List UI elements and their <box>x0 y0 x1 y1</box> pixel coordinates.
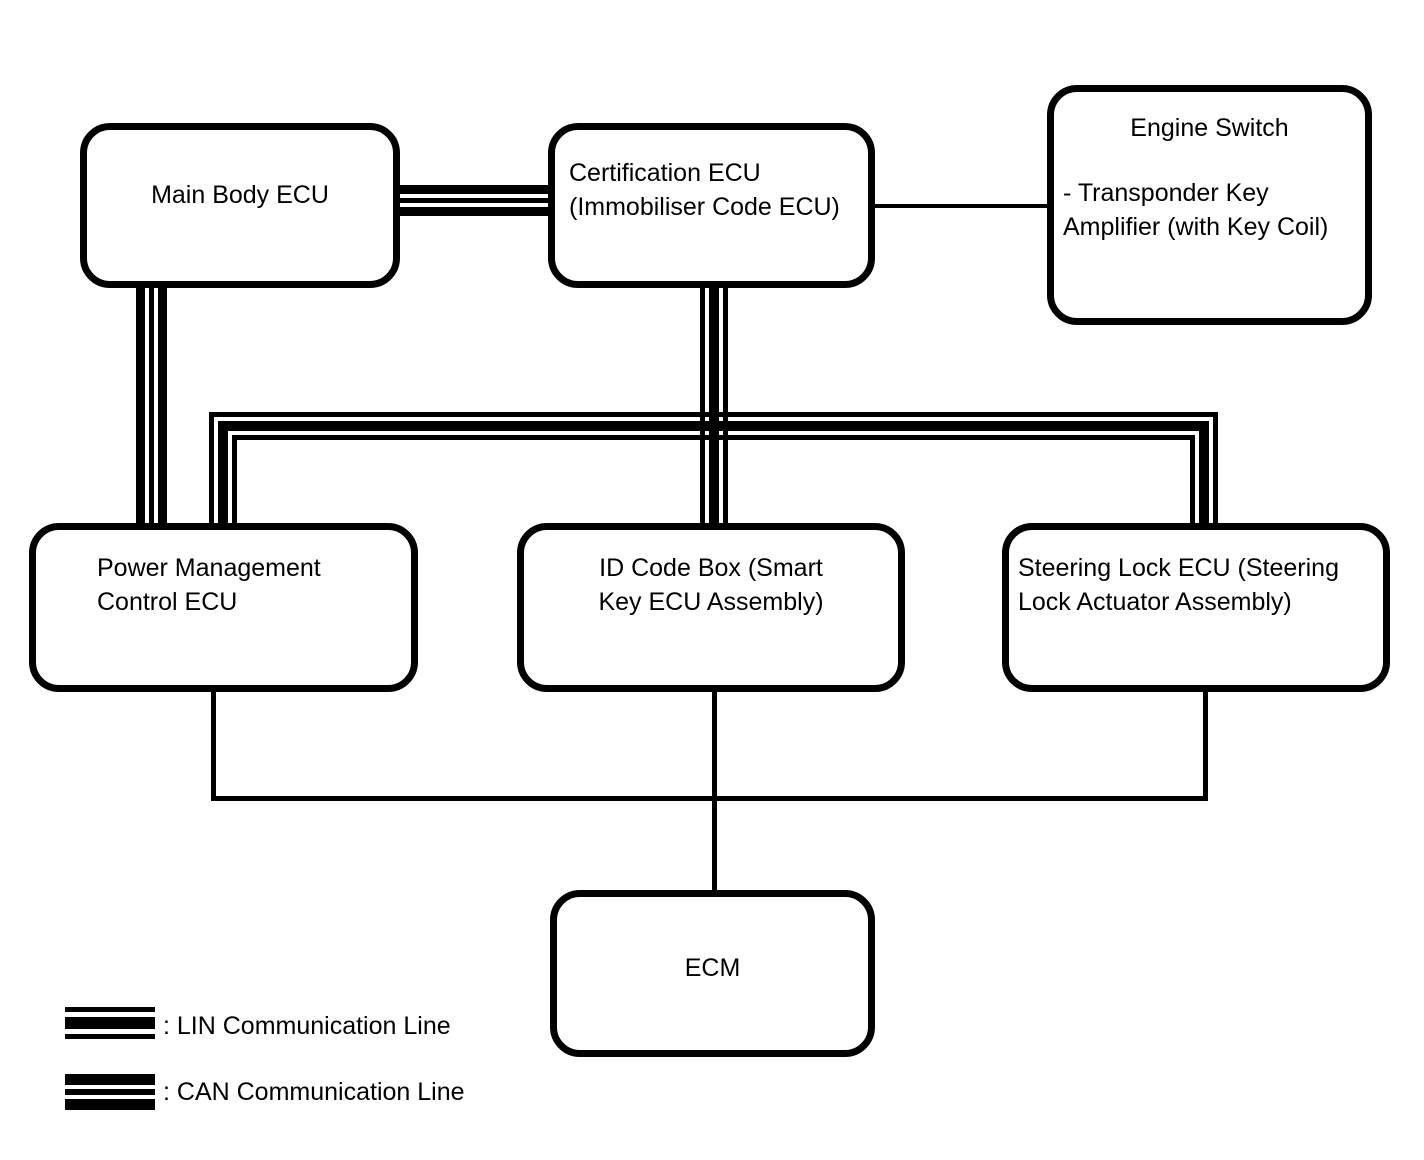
certification-ecu-label-line2: (Immobiliser Code ECU) <box>569 193 840 221</box>
certification-ecu-label-line1: Certification ECU <box>569 159 761 187</box>
node-ecm: ECM <box>550 890 875 1057</box>
node-steering-lock-ecu: Steering Lock ECU (Steering Lock Actuato… <box>1002 523 1390 692</box>
lin-line-certification-to-id-code-box <box>700 283 728 529</box>
node-engine-switch: Engine Switch - Transponder Key Amplifie… <box>1047 85 1372 325</box>
can-line-main-body-to-power-management <box>136 283 167 529</box>
node-certification-ecu: Certification ECU (Immobiliser Code ECU) <box>548 123 875 288</box>
can-legend-label: : CAN Communication Line <box>163 1078 465 1106</box>
node-main-body-ecu: Main Body ECU <box>80 123 400 288</box>
can-line-main-body-to-certification <box>395 185 552 216</box>
lin-line-legend-icon <box>65 1007 155 1039</box>
engine-switch-sublabel: - Transponder Key Amplifier (with Key Co… <box>1054 176 1365 244</box>
id-code-box-label-line1: ID Code Box (Smart <box>599 554 823 582</box>
steering-lock-label-line2: Lock Actuator Assembly) <box>1018 588 1292 616</box>
engine-switch-label-line2: Amplifier (with Key Coil) <box>1063 213 1329 241</box>
main-body-ecu-label: Main Body ECU <box>151 181 329 209</box>
wire-power-management-down <box>211 688 216 800</box>
engine-switch-label-line1: - Transponder Key <box>1063 179 1269 207</box>
ecm-label: ECM <box>684 954 741 982</box>
steering-lock-label-line1: Steering Lock ECU (Steering <box>1018 554 1339 582</box>
lin-legend-label: : LIN Communication Line <box>163 1012 451 1040</box>
wire-certification-to-engine-switch <box>870 204 1052 208</box>
can-line-legend-icon <box>65 1074 155 1110</box>
node-id-code-box: ID Code Box (Smart Key ECU Assembly) <box>517 523 905 692</box>
engine-switch-title: Engine Switch <box>1130 114 1289 142</box>
node-power-management-control-ecu: Power Management Control ECU <box>29 523 418 692</box>
wire-id-code-box-to-ecm <box>712 688 717 892</box>
id-code-box-label-line2: Key ECU Assembly) <box>598 588 824 616</box>
wire-ecm-collector <box>211 796 1208 801</box>
wire-steering-lock-down <box>1203 688 1208 800</box>
power-management-label-line1: Power Management <box>97 554 321 582</box>
power-management-label-line2: Control ECU <box>97 588 238 616</box>
